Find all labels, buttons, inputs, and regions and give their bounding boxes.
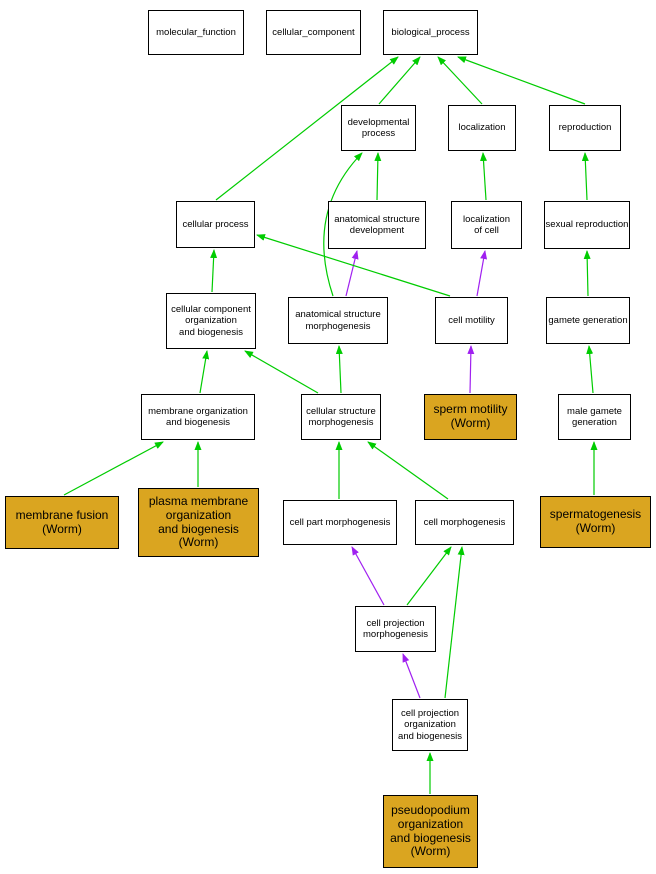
edge-cell-morphogenesis-to-cellular-structure-morphogenesis (367, 441, 449, 500)
edge-cellular-structure-morphogenesis-to-anatomical-structure-morphogenesis (335, 345, 343, 394)
edge-cell-projection-organization-and-biogenesis-to-cell-projection-morphogenesis (402, 653, 421, 699)
node-molecular-function[interactable]: molecular_function (148, 10, 244, 55)
node-biological-process[interactable]: biological_process (383, 10, 478, 55)
node-anatomical-structure-development[interactable]: anatomical structure development (328, 201, 426, 249)
node-cellular-component[interactable]: cellular_component (266, 10, 361, 55)
node-cell-motility[interactable]: cell motility (435, 297, 508, 344)
edge-anatomical-structure-morphogenesis-to-developmental-process (323, 152, 363, 297)
edge-membrane-organization-and-biogenesis-to-cellular-component-organization-and-biogenesis (199, 350, 210, 394)
edge-cellular-structure-morphogenesis-to-cellular-component-organization-and-biogenesis (244, 350, 319, 394)
node-gamete-generation[interactable]: gamete generation (546, 297, 630, 344)
edge-reproduction-to-biological-process (457, 56, 586, 105)
edge-localization-to-biological-process (437, 56, 483, 105)
edge-male-gamete-generation-to-gamete-generation (586, 345, 594, 394)
edge-cell-projection-morphogenesis-to-cell-morphogenesis (406, 546, 452, 606)
node-reproduction[interactable]: reproduction (549, 105, 621, 151)
node-cell-morphogenesis[interactable]: cell morphogenesis (415, 500, 514, 545)
node-cell-projection-morphogenesis[interactable]: cell projection morphogenesis (355, 606, 436, 652)
edge-cell-motility-to-cellular-process (256, 234, 451, 297)
node-sperm-motility-worm[interactable]: sperm motility (Worm) (424, 394, 517, 440)
node-cellular-structure-morphogenesis[interactable]: cellular structure morphogenesis (301, 394, 381, 440)
edge-localization-of-cell-to-localization (480, 152, 488, 201)
edge-group (63, 56, 598, 794)
node-plasma-membrane-organization-and-biogenesis-worm[interactable]: plasma membrane organization and biogene… (138, 488, 259, 557)
edge-cellular-process-to-biological-process (215, 56, 399, 201)
edge-membrane-fusion-worm-to-membrane-organization-and-biogenesis (63, 441, 164, 496)
node-cellular-process[interactable]: cellular process (176, 201, 255, 248)
edge-anatomical-structure-morphogenesis-to-anatomical-structure-development (345, 250, 359, 297)
edge-cell-motility-to-localization-of-cell (476, 250, 488, 297)
edge-cell-projection-morphogenesis-to-cell-part-morphogenesis (351, 546, 385, 606)
node-cell-projection-organization-and-biogenesis[interactable]: cell projection organization and biogene… (392, 699, 468, 751)
node-anatomical-structure-morphogenesis[interactable]: anatomical structure morphogenesis (288, 297, 388, 344)
node-cell-part-morphogenesis[interactable]: cell part morphogenesis (283, 500, 397, 545)
node-localization-of-cell[interactable]: localization of cell (451, 201, 522, 249)
edge-cellular-component-organization-and-biogenesis-to-cellular-process (210, 249, 218, 293)
edge-sperm-motility-worm-to-cell-motility (467, 345, 475, 394)
node-cellular-component-organization-and-biogenesis[interactable]: cellular component organization and biog… (166, 293, 256, 349)
node-sexual-reproduction[interactable]: sexual reproduction (544, 201, 630, 249)
node-localization[interactable]: localization (448, 105, 516, 151)
edge-developmental-process-to-biological-process (378, 56, 421, 105)
node-membrane-organization-and-biogenesis[interactable]: membrane organization and biogenesis (141, 394, 255, 440)
edge-cell-projection-organization-and-biogenesis-to-cell-morphogenesis (444, 546, 465, 699)
edge-anatomical-structure-development-to-developmental-process (374, 152, 382, 201)
node-developmental-process[interactable]: developmental process (341, 105, 416, 151)
node-spermatogenesis-worm[interactable]: spermatogenesis (Worm) (540, 496, 651, 548)
node-pseudopodium-organization-and-biogenesis-worm[interactable]: pseudopodium organization and biogenesis… (383, 795, 478, 868)
node-membrane-fusion-worm[interactable]: membrane fusion (Worm) (5, 496, 119, 549)
node-male-gamete-generation[interactable]: male gamete generation (558, 394, 631, 440)
edge-sexual-reproduction-to-reproduction (581, 152, 589, 201)
edge-gamete-generation-to-sexual-reproduction (583, 250, 591, 297)
